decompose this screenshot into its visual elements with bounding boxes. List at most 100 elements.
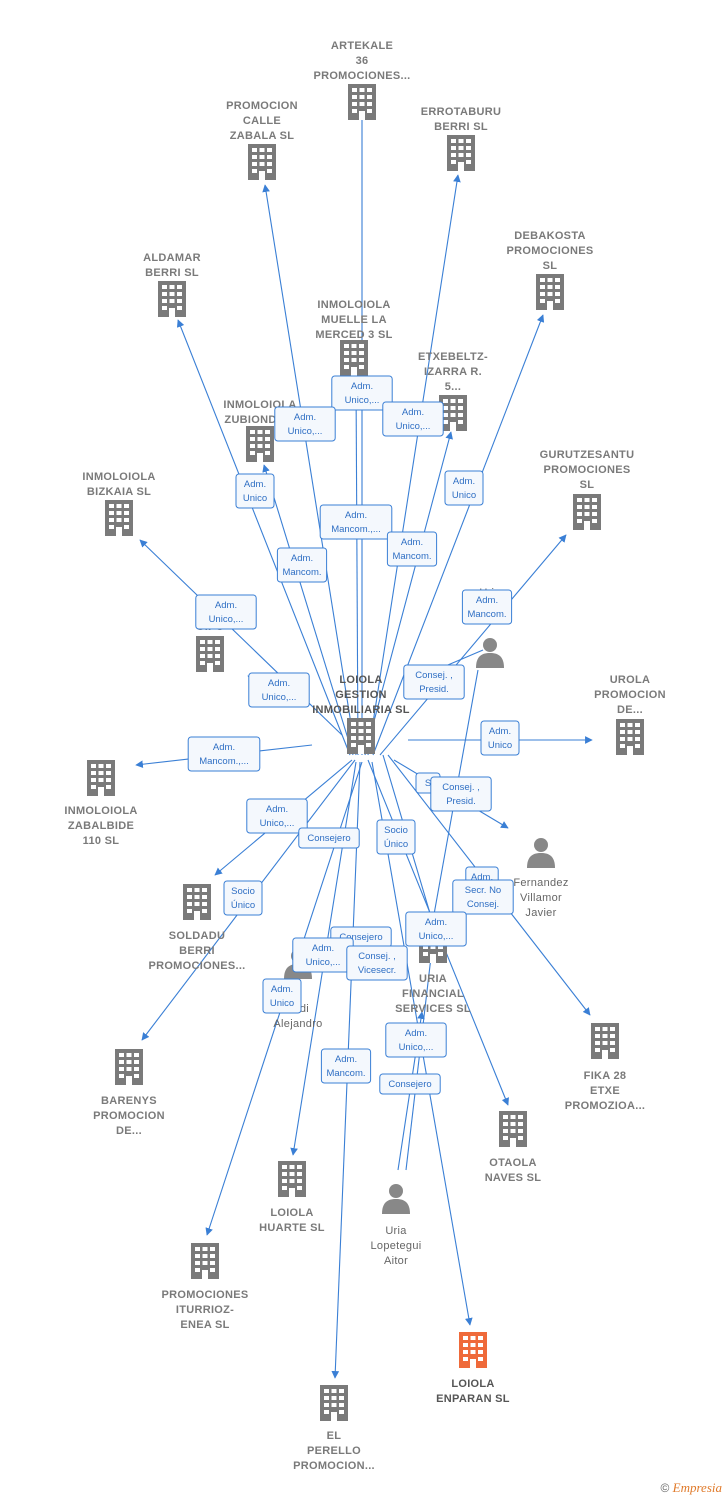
brand-logo[interactable]: Empresia: [672, 1480, 722, 1495]
relation-text: Unico: [452, 490, 476, 501]
node-label: PROMOCION...: [293, 1460, 375, 1472]
edge-10: [379, 534, 567, 756]
node-barenys[interactable]: BARENYSPROMOCIONDE...: [93, 1049, 165, 1137]
relation-label[interactable]: Adm.Mancom.: [276, 547, 328, 583]
graph-nodes: ARTEKALE36PROMOCIONES...PROMOCIONCALLEZA…: [64, 40, 666, 1472]
relation-label[interactable]: Adm.Unico: [444, 470, 484, 506]
building-icon: [347, 718, 375, 754]
relation-label[interactable]: Adm.Unico,...: [195, 594, 257, 630]
relation-label[interactable]: Adm.Mancom.,...: [319, 504, 393, 540]
node-label: SL: [543, 260, 558, 272]
relation-label[interactable]: Adm.Unico,...: [331, 375, 393, 411]
copyright-icon: ©: [660, 1481, 670, 1495]
node-label: DEBAKOSTA: [514, 230, 586, 242]
person-icon: [382, 1184, 410, 1214]
relation-box: [379, 1073, 441, 1095]
node-label: FINANCIAL: [402, 988, 464, 1000]
node-label: INMOLOIOLA: [317, 299, 390, 311]
relation-text: Adm.: [294, 412, 316, 423]
building-icon: [573, 494, 601, 530]
relation-label[interactable]: Consej. ,Vicesecr.: [346, 945, 408, 981]
relation-box: [223, 880, 263, 916]
relation-label[interactable]: Adm.Unico: [480, 720, 520, 756]
relation-label[interactable]: Adm.Mancom.: [461, 589, 513, 625]
relation-text: Unico,...: [260, 818, 295, 829]
node-label: ZABALBIDE: [68, 820, 134, 832]
node-label: 110 SL: [83, 835, 120, 847]
relation-text: Unico,...: [262, 692, 297, 703]
node-label: 5...: [445, 381, 462, 393]
relation-label[interactable]: Adm.Unico,...: [274, 406, 336, 442]
relation-box: [346, 945, 408, 981]
relation-box: [274, 406, 336, 442]
relation-label[interactable]: Adm.Mancom.: [320, 1048, 372, 1084]
node-label: INMOLOIOLA: [82, 471, 155, 483]
relation-text: Único: [384, 839, 408, 850]
building-icon: [158, 281, 186, 317]
relation-label[interactable]: Adm.Unico,...: [385, 1022, 447, 1058]
building-icon: [348, 84, 376, 120]
relation-text: Unico,...: [209, 614, 244, 625]
node-label: LOIOLA: [339, 674, 382, 686]
relation-label[interactable]: Adm.Mancom.,...: [187, 736, 261, 772]
relation-label[interactable]: Adm.Unico,...: [405, 911, 467, 947]
node-urola[interactable]: UROLAPROMOCIONDE...: [594, 674, 666, 755]
relation-text: Unico,...: [419, 931, 454, 942]
relation-label[interactable]: Consejero: [298, 827, 360, 849]
node-label: PROMOCIONES: [161, 1289, 248, 1301]
relation-label[interactable]: Consej. ,Presid.: [430, 776, 492, 812]
relation-label[interactable]: Adm.Unico,...: [292, 937, 354, 973]
node-fika[interactable]: FIKA 28ETXEPROMOZIOA...: [565, 1023, 646, 1112]
relation-label[interactable]: Adm.Unico,...: [246, 798, 308, 834]
relation-text: Mancom.: [467, 609, 506, 620]
node-label: Uria: [385, 1225, 407, 1237]
node-label: ERROTABURU: [421, 106, 501, 118]
relation-box: [320, 1048, 372, 1084]
edge-1: [262, 184, 357, 756]
relation-text: Mancom.,...: [331, 524, 381, 535]
relation-label[interactable]: Adm.Unico,...: [382, 401, 444, 437]
relation-box: [430, 776, 492, 812]
node-bizkaia[interactable]: INMOLOIOLA BIZKAIA SL: [82, 471, 155, 536]
relation-text: Consej. ,: [442, 782, 480, 793]
relation-text: Consej. ,: [358, 951, 396, 962]
relation-label[interactable]: Consejero: [379, 1073, 441, 1095]
relation-label[interactable]: Adm.Unico: [235, 473, 275, 509]
relation-text: Adm.: [335, 1054, 357, 1065]
relation-label[interactable]: Adm.Unico,...: [248, 672, 310, 708]
node-label: ENEA SL: [180, 1319, 229, 1331]
edge-7: [262, 464, 354, 756]
relation-label[interactable]: Consej. ,Presid.: [403, 664, 465, 700]
node-label: PROMOCIONES...: [148, 960, 245, 972]
node-soldadu[interactable]: SOLDADUBERRIPROMOCIONES...: [148, 884, 245, 972]
relation-text: Adm.: [351, 381, 373, 392]
node-etxebeltz[interactable]: ETXEBELTZ-IZARRA R.5...: [418, 351, 488, 431]
node-perello[interactable]: ELPERELLOPROMOCION...: [293, 1385, 375, 1472]
node-label: BIZKAIA SL: [87, 486, 151, 498]
relation-text: Adm.: [312, 943, 334, 954]
relation-label[interactable]: Adm.Unico: [262, 978, 302, 1014]
relation-box: [403, 664, 465, 700]
relation-label[interactable]: Adm.Mancom.: [386, 531, 438, 567]
node-label: Alejandro: [273, 1018, 322, 1030]
node-artekale[interactable]: ARTEKALE36PROMOCIONES...: [313, 40, 410, 120]
relation-text: Mancom.,...: [199, 756, 249, 767]
